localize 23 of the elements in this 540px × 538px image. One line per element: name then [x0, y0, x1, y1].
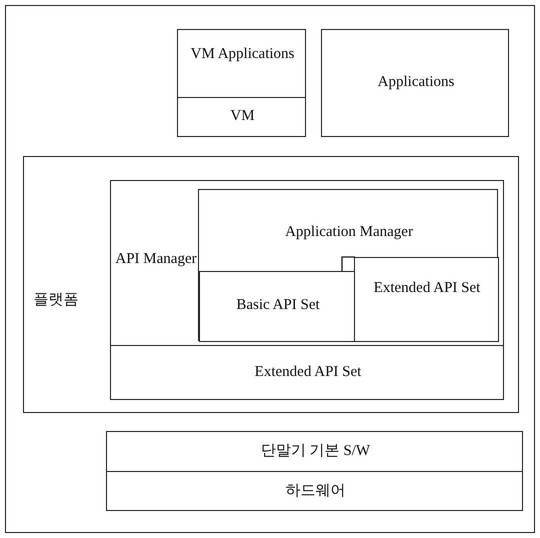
box-label: Basic API Set [235, 296, 321, 315]
layer-box [106, 471, 523, 511]
platform-box [23, 156, 519, 413]
layer-box [106, 431, 523, 472]
module-box [354, 257, 499, 342]
box-label: Application Manager [284, 223, 414, 242]
box-label: 하드웨어 [284, 482, 346, 501]
layer-box [177, 29, 306, 98]
box-label: API Manager [115, 250, 197, 269]
module-box [198, 189, 498, 341]
layer-box [110, 345, 504, 400]
layer-box [177, 97, 306, 137]
box-label: VM [229, 107, 256, 126]
box-label: VM Applications [190, 45, 296, 64]
box-label: Extended API Set [254, 363, 362, 382]
box-label: 플랫폼 [32, 291, 80, 310]
module-box [199, 271, 355, 342]
outer-frame [5, 5, 535, 533]
module-box [110, 180, 504, 346]
box-label: Applications [376, 73, 456, 92]
box-label: Extended API Set [372, 279, 482, 298]
box-label: 단말기 기본 S/W [260, 442, 372, 461]
layer-box [321, 29, 509, 137]
